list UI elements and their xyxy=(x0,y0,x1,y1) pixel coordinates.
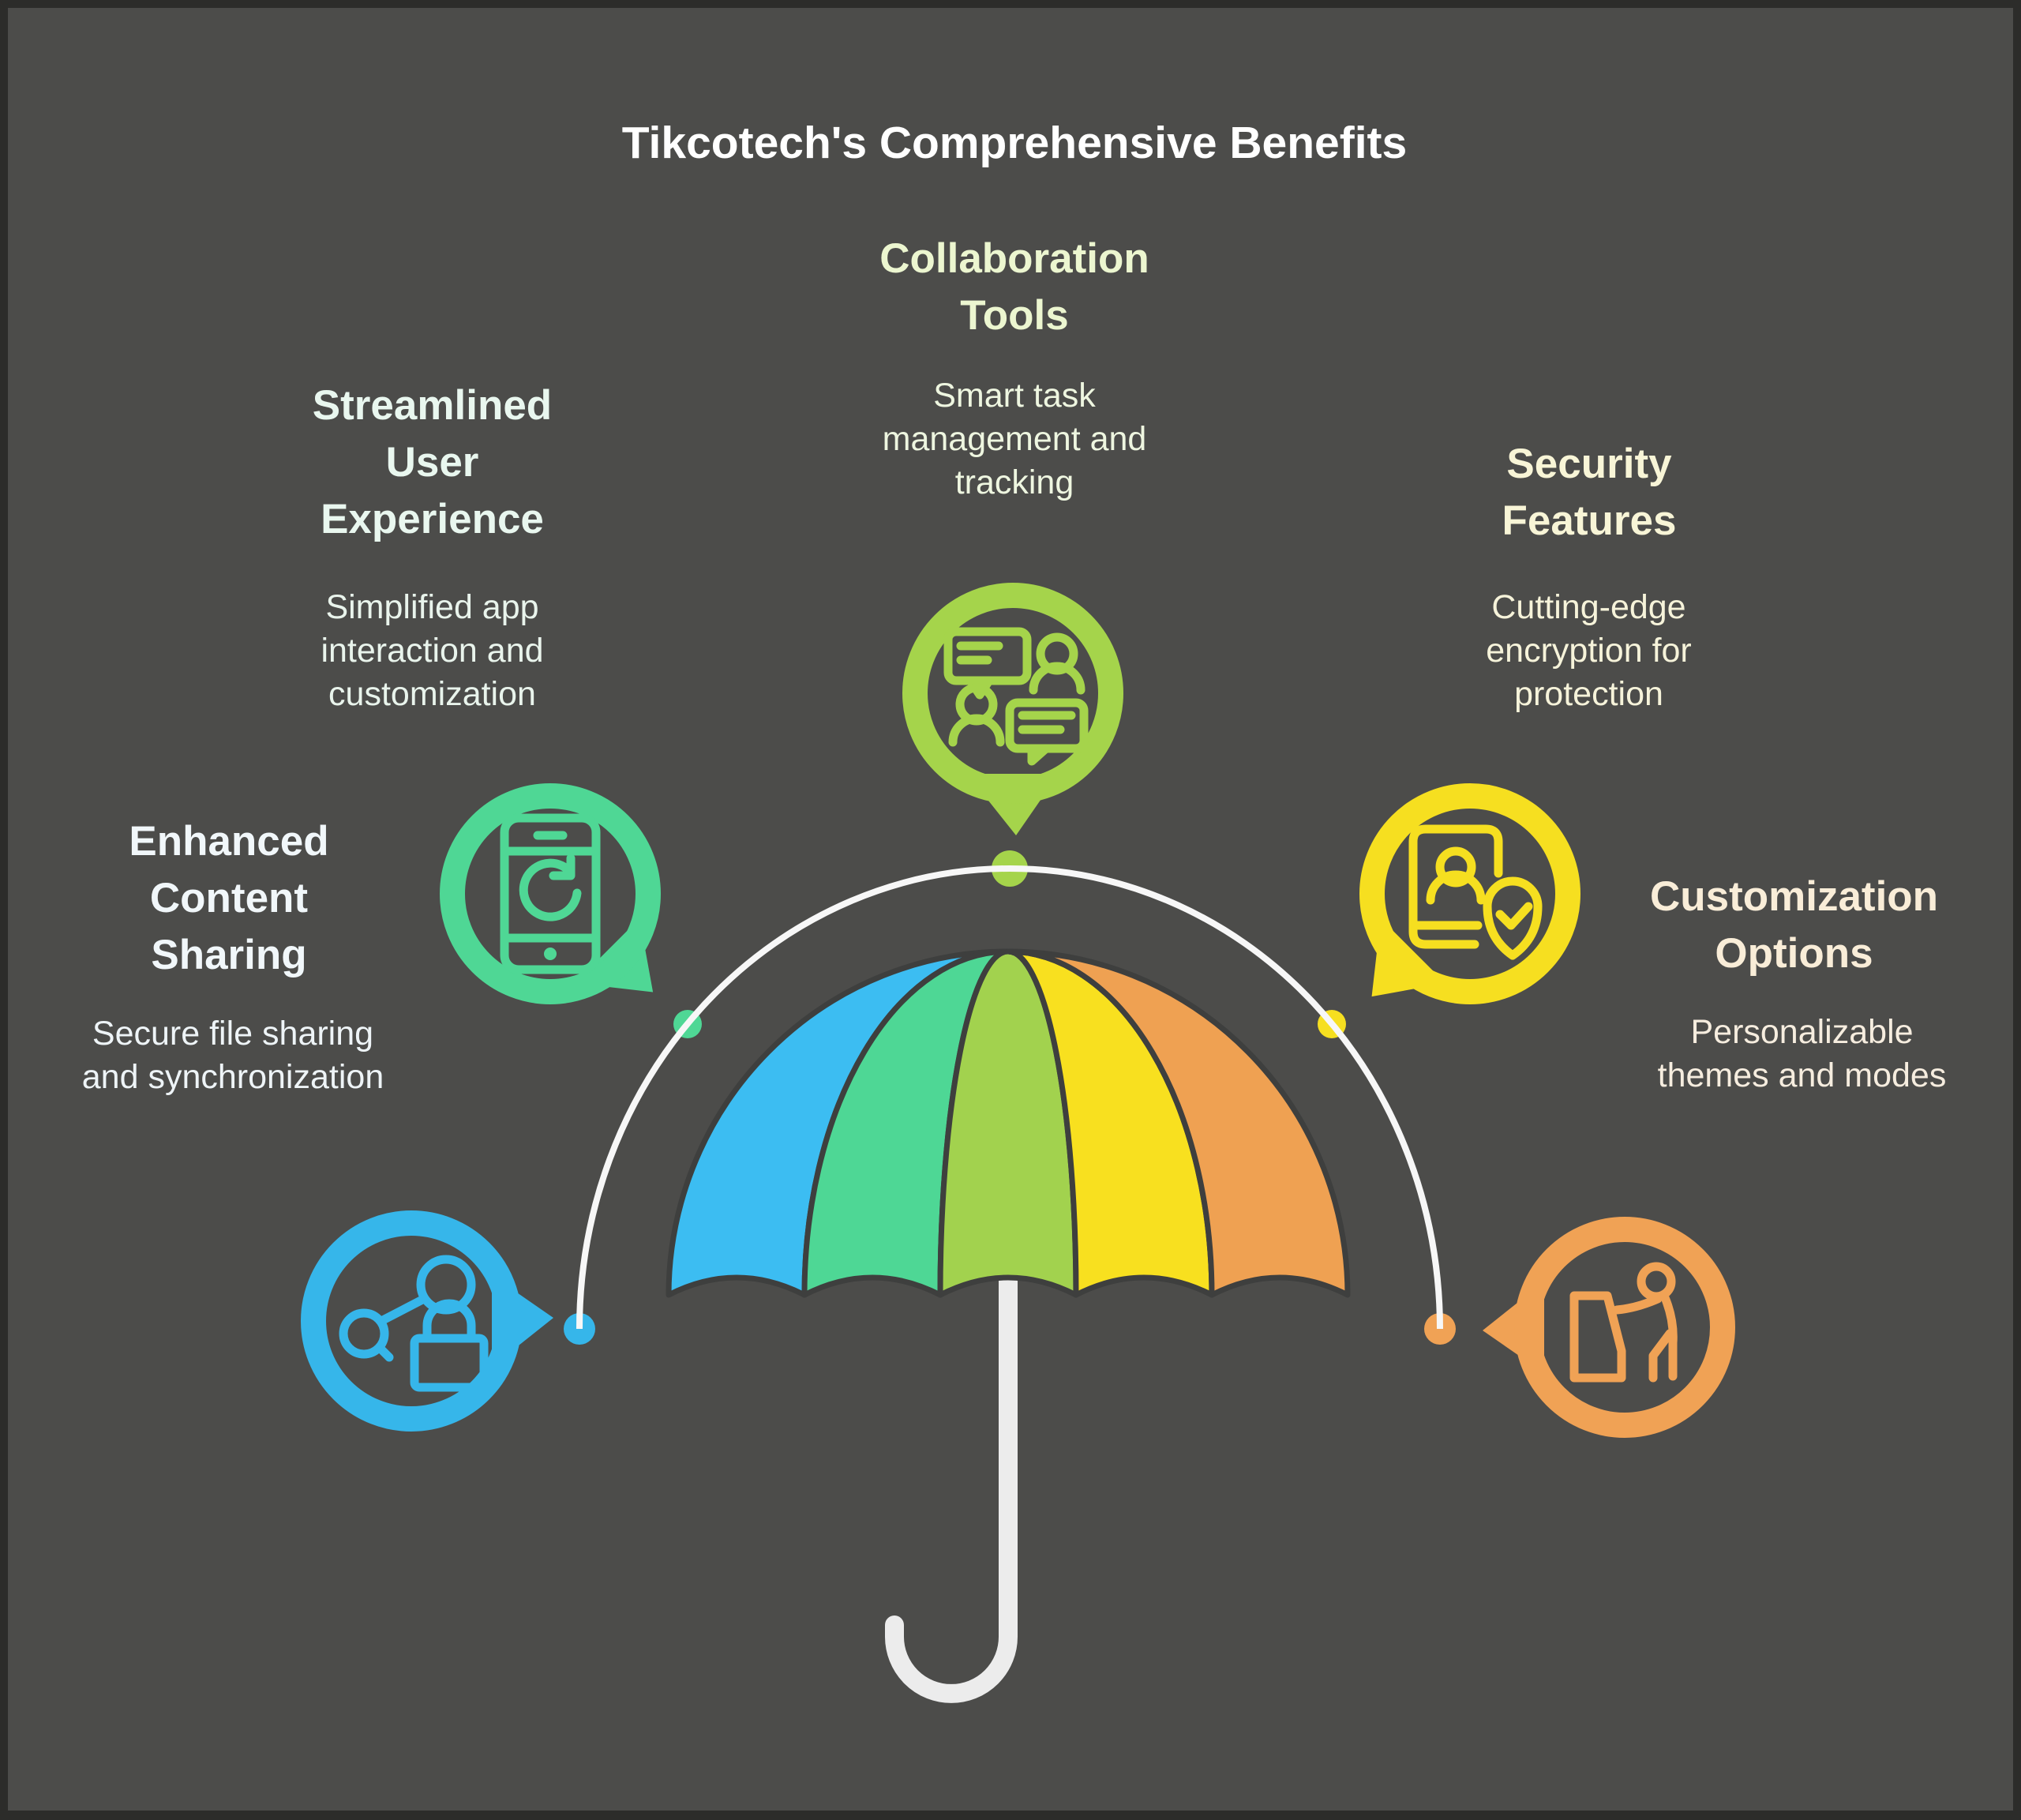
connector-arc xyxy=(576,865,1443,1330)
enhanced-sharing-badge xyxy=(301,1210,553,1432)
badge-ring xyxy=(301,1210,522,1432)
benefit-security-features: Security Features xyxy=(1431,436,1747,550)
benefit-customization-options-description: Personalizable themes and modes xyxy=(1650,1011,1954,1098)
benefit-description: Cutting-edge encryption for protection xyxy=(1486,588,1692,714)
badge-ring xyxy=(1514,1217,1735,1438)
benefit-streamlined-user-experience-description: Simplified app interaction and customiza… xyxy=(308,586,557,716)
benefit-title: Collaboration Tools xyxy=(879,235,1149,340)
share-lock-icon xyxy=(339,1255,489,1392)
benefit-description: Personalizable themes and modes xyxy=(1657,1013,1947,1095)
collaboration-badge xyxy=(902,583,1123,835)
umbrella-canopy xyxy=(666,948,1351,1298)
benefit-collaboration-tools-description: Smart task management and tracking xyxy=(880,374,1149,505)
benefit-security-features-description: Cutting-edge encryption for protection xyxy=(1457,586,1721,716)
benefit-enhanced-content-sharing: Enhanced Content Sharing xyxy=(99,813,359,984)
benefit-title: Enhanced Content Sharing xyxy=(129,818,329,979)
id-shield-check-icon xyxy=(1408,824,1543,960)
security-badge xyxy=(1359,783,1580,1004)
benefit-description: Secure file sharing and synchronization xyxy=(81,1015,384,1097)
umbrella-panel-orange xyxy=(1005,948,1351,1298)
benefit-title: Streamlined User Experience xyxy=(312,382,553,543)
benefit-title: Customization Options xyxy=(1649,873,1939,978)
badge-ring xyxy=(1359,783,1580,1004)
streamlined-badge xyxy=(440,783,661,1004)
umbrella-pole xyxy=(885,1263,1018,1703)
chat-users-icon xyxy=(943,627,1089,766)
kiosk-user-icon xyxy=(1569,1262,1678,1383)
benefit-collaboration-tools: Collaboration Tools xyxy=(821,231,1208,344)
badge-ring xyxy=(440,783,661,1004)
benefit-customization-options: Customization Options xyxy=(1618,869,1970,982)
benefit-enhanced-content-sharing-description: Secure file sharing and synchronization xyxy=(67,1012,399,1099)
benefit-title: Security Features xyxy=(1502,441,1677,545)
customization-badge xyxy=(1483,1217,1735,1438)
page-title: Tikcotech's Comprehensive Benefits xyxy=(621,118,1408,168)
phone-refresh-icon xyxy=(500,813,601,974)
benefit-streamlined-user-experience: Streamlined User Experience xyxy=(276,377,588,548)
benefit-description: Smart task management and tracking xyxy=(882,377,1147,502)
badge-ring xyxy=(902,583,1123,804)
benefit-description: Simplified app interaction and customiza… xyxy=(321,588,544,714)
